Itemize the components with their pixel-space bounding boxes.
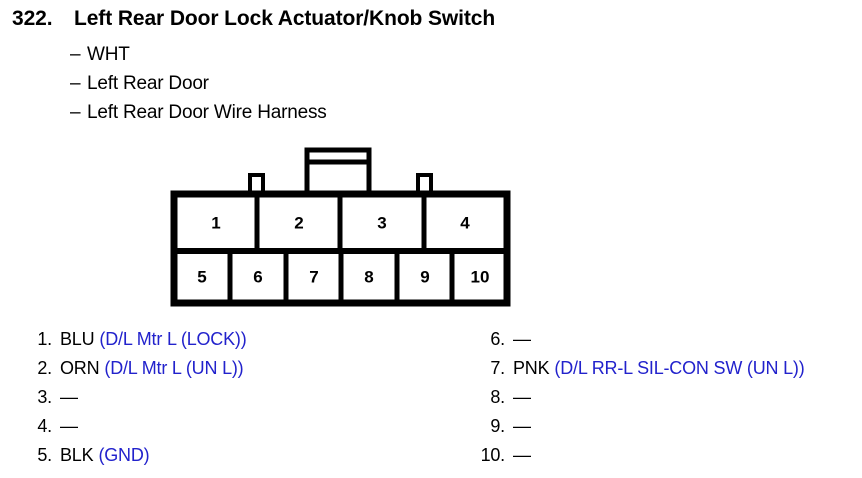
dash-bullet-icon: –	[70, 44, 81, 65]
pin-body: BLU(D/L Mtr L (LOCK))	[60, 329, 247, 350]
pin-row: 4. —	[20, 416, 450, 445]
pin-index: 1.	[37, 329, 52, 349]
pin-body: —	[513, 416, 531, 437]
connector-pin-10: 10	[471, 267, 490, 286]
pin-body: BLK(GND)	[60, 445, 150, 466]
wire-color-code: BLU	[60, 329, 95, 349]
pin-body: ORN(D/L Mtr L (UN L))	[60, 358, 244, 379]
pin-index: 3.	[37, 387, 52, 407]
circuit-description: (D/L RR-L SIL-CON SW (UN L))	[554, 358, 805, 378]
connector-pin-7: 7	[309, 267, 318, 286]
pin-body: —	[513, 329, 531, 350]
pin-row: 9. —	[473, 416, 862, 445]
pin-row: 3. —	[20, 387, 450, 416]
wire-color-code: PNK	[513, 358, 550, 378]
pin-body: PNK(D/L RR-L SIL-CON SW (UN L))	[513, 358, 805, 379]
item-number: 322.	[12, 7, 53, 30]
connector-pin-1: 1	[211, 213, 220, 232]
pin-row: 2. ORN(D/L Mtr L (UN L))	[20, 358, 450, 387]
empty-pin-dash: —	[513, 445, 531, 465]
pin-index: 4.	[37, 416, 52, 436]
pin-row: 10. —	[473, 445, 862, 474]
pin-index: 2.	[37, 358, 52, 378]
sub-line-location: –Left Rear Door	[70, 73, 209, 95]
pin-index: 9.	[490, 416, 505, 436]
pin-row: 6. —	[473, 329, 862, 358]
connector-pin-9: 9	[420, 267, 429, 286]
connector-pin-2: 2	[294, 213, 303, 232]
pin-body: —	[513, 445, 531, 466]
pin-index: 8.	[490, 387, 505, 407]
pin-body: —	[513, 387, 531, 408]
wire-color-code: ORN	[60, 358, 100, 378]
pin-row: 5. BLK(GND)	[20, 445, 450, 474]
title-text: Left Rear Door Lock Actuator/Knob Switch	[74, 7, 496, 30]
wire-color-code: BLK	[60, 445, 94, 465]
connector-pin-3: 3	[377, 213, 386, 232]
empty-pin-dash: —	[60, 387, 78, 407]
empty-pin-dash: —	[513, 416, 531, 436]
pin-body: —	[60, 387, 78, 408]
dash-bullet-icon: –	[70, 73, 81, 94]
sub-line-wire-color: –WHT	[70, 44, 130, 66]
pin-list-right: 6. — 7. PNK(D/L RR-L SIL-CON SW (UN L)) …	[473, 329, 862, 474]
empty-pin-dash: —	[513, 387, 531, 407]
connector-pin-4: 4	[460, 213, 470, 232]
pin-row: 7. PNK(D/L RR-L SIL-CON SW (UN L))	[473, 358, 862, 387]
connector-pin-5: 5	[197, 267, 206, 286]
center-tab-icon	[304, 147, 372, 197]
empty-pin-dash: —	[513, 329, 531, 349]
sub-line-harness: –Left Rear Door Wire Harness	[70, 102, 327, 124]
pin-list-left: 1. BLU(D/L Mtr L (LOCK)) 2. ORN(D/L Mtr …	[20, 329, 450, 474]
empty-pin-dash: —	[60, 416, 78, 436]
pin-index: 10.	[480, 445, 506, 465]
pin-body: —	[60, 416, 78, 437]
pin-row: 1. BLU(D/L Mtr L (LOCK))	[20, 329, 450, 358]
pin-index: 6.	[490, 329, 505, 349]
circuit-description: (D/L Mtr L (UN L))	[104, 358, 244, 378]
dash-bullet-icon: –	[70, 102, 81, 123]
page-title: 322. Left Rear Door Lock Actuator/Knob Sw…	[12, 7, 495, 31]
sub-line-label: WHT	[87, 44, 130, 65]
connector-diagram: 1 2 3 4 5 6 7 8 9 10	[168, 145, 513, 310]
sub-line-label: Left Rear Door	[87, 73, 209, 94]
connector-pin-6: 6	[253, 267, 262, 286]
pin-index: 5.	[37, 445, 52, 465]
circuit-description: (D/L Mtr L (LOCK))	[99, 329, 247, 349]
pin-index: 7.	[490, 358, 505, 378]
circuit-description: (GND)	[98, 445, 150, 465]
pin-row: 8. —	[473, 387, 862, 416]
connector-pin-8: 8	[364, 267, 373, 286]
sub-line-label: Left Rear Door Wire Harness	[87, 102, 327, 123]
